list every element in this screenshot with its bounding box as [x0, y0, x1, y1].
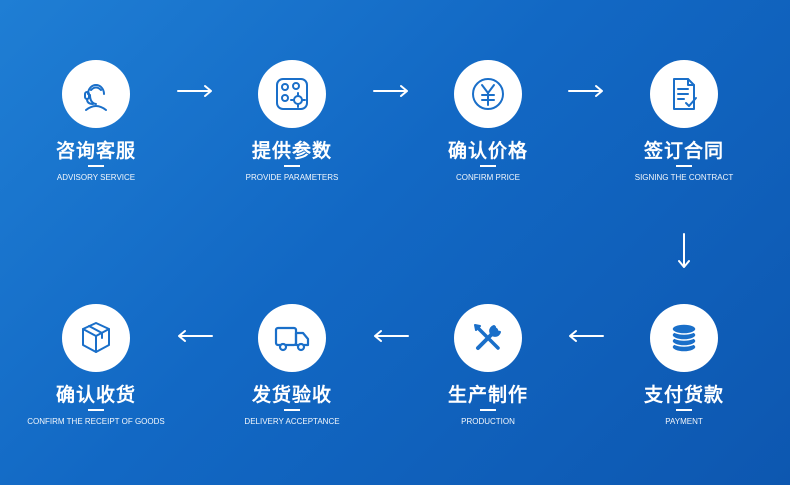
step-icon-circle — [650, 60, 718, 128]
step-subtitle: SIGNING THE CONTRACT — [634, 173, 734, 182]
title-underline — [676, 165, 692, 167]
step-title: 生产制作 — [447, 384, 528, 406]
step-title: 发货验收 — [251, 384, 332, 406]
step-subtitle: CONFIRM PRICE — [456, 173, 520, 182]
step-subtitle: PRODUCTION — [461, 417, 515, 426]
step-icon-circle — [62, 304, 130, 372]
step-icon-circle — [454, 304, 522, 372]
tools-icon — [474, 324, 501, 350]
step-subtitle: PAYMENT — [665, 417, 703, 426]
arrow-right-icon — [568, 84, 604, 98]
step-subtitle: ADVISORY SERVICE — [56, 173, 136, 182]
title-underline — [676, 409, 692, 411]
title-underline — [284, 409, 300, 411]
step-icon-circle — [454, 60, 522, 128]
step-icon-circle — [258, 304, 326, 372]
step-delivery-acceptance: 发货验收 DELIVERY ACCEPTANCE — [202, 304, 382, 427]
step-title: 确认收货 — [55, 384, 136, 406]
arrow-left-icon — [568, 329, 604, 343]
title-underline — [88, 409, 104, 411]
coins-icon — [671, 323, 697, 353]
step-title: 签订合同 — [643, 140, 724, 162]
step-payment: 支付货款 PAYMENT — [594, 304, 774, 427]
step-title: 提供参数 — [251, 140, 332, 162]
step-confirm-receipt: 确认收货 CONFIRM THE RECEIPT OF GOODS — [6, 304, 186, 427]
step-subtitle: CONFIRM THE RECEIPT OF GOODS — [27, 417, 165, 426]
arrow-left-icon — [177, 329, 213, 343]
step-icon-circle — [258, 60, 326, 128]
step-advisory-service: 咨询客服 ADVISORY SERVICE — [6, 60, 186, 183]
step-signing-contract: 签订合同 SIGNING THE CONTRACT — [594, 60, 774, 183]
box-icon — [82, 322, 110, 353]
step-icon-circle — [650, 304, 718, 372]
title-underline — [480, 165, 496, 167]
title-underline — [284, 165, 300, 167]
title-underline — [88, 165, 104, 167]
arrow-right-icon — [373, 84, 409, 98]
yuan-icon — [472, 78, 504, 110]
step-title: 咨询客服 — [55, 140, 136, 162]
step-production: 生产制作 PRODUCTION — [398, 304, 578, 427]
step-title: 确认价格 — [447, 140, 528, 162]
customer-service-icon — [84, 84, 107, 111]
step-title: 支付货款 — [643, 384, 724, 406]
parameters-icon — [276, 78, 308, 110]
arrow-right-icon — [177, 84, 213, 98]
step-confirm-price: 确认价格 CONFIRM PRICE — [398, 60, 578, 183]
contract-icon — [673, 78, 697, 110]
step-icon-circle — [62, 60, 130, 128]
arrow-down-icon — [677, 233, 691, 269]
step-subtitle: PROVIDE PARAMETERS — [245, 173, 339, 182]
title-underline — [480, 409, 496, 411]
step-subtitle: DELIVERY ACCEPTANCE — [244, 417, 340, 426]
truck-icon — [274, 326, 310, 352]
step-provide-parameters: 提供参数 PROVIDE PARAMETERS — [202, 60, 382, 183]
arrow-left-icon — [373, 329, 409, 343]
